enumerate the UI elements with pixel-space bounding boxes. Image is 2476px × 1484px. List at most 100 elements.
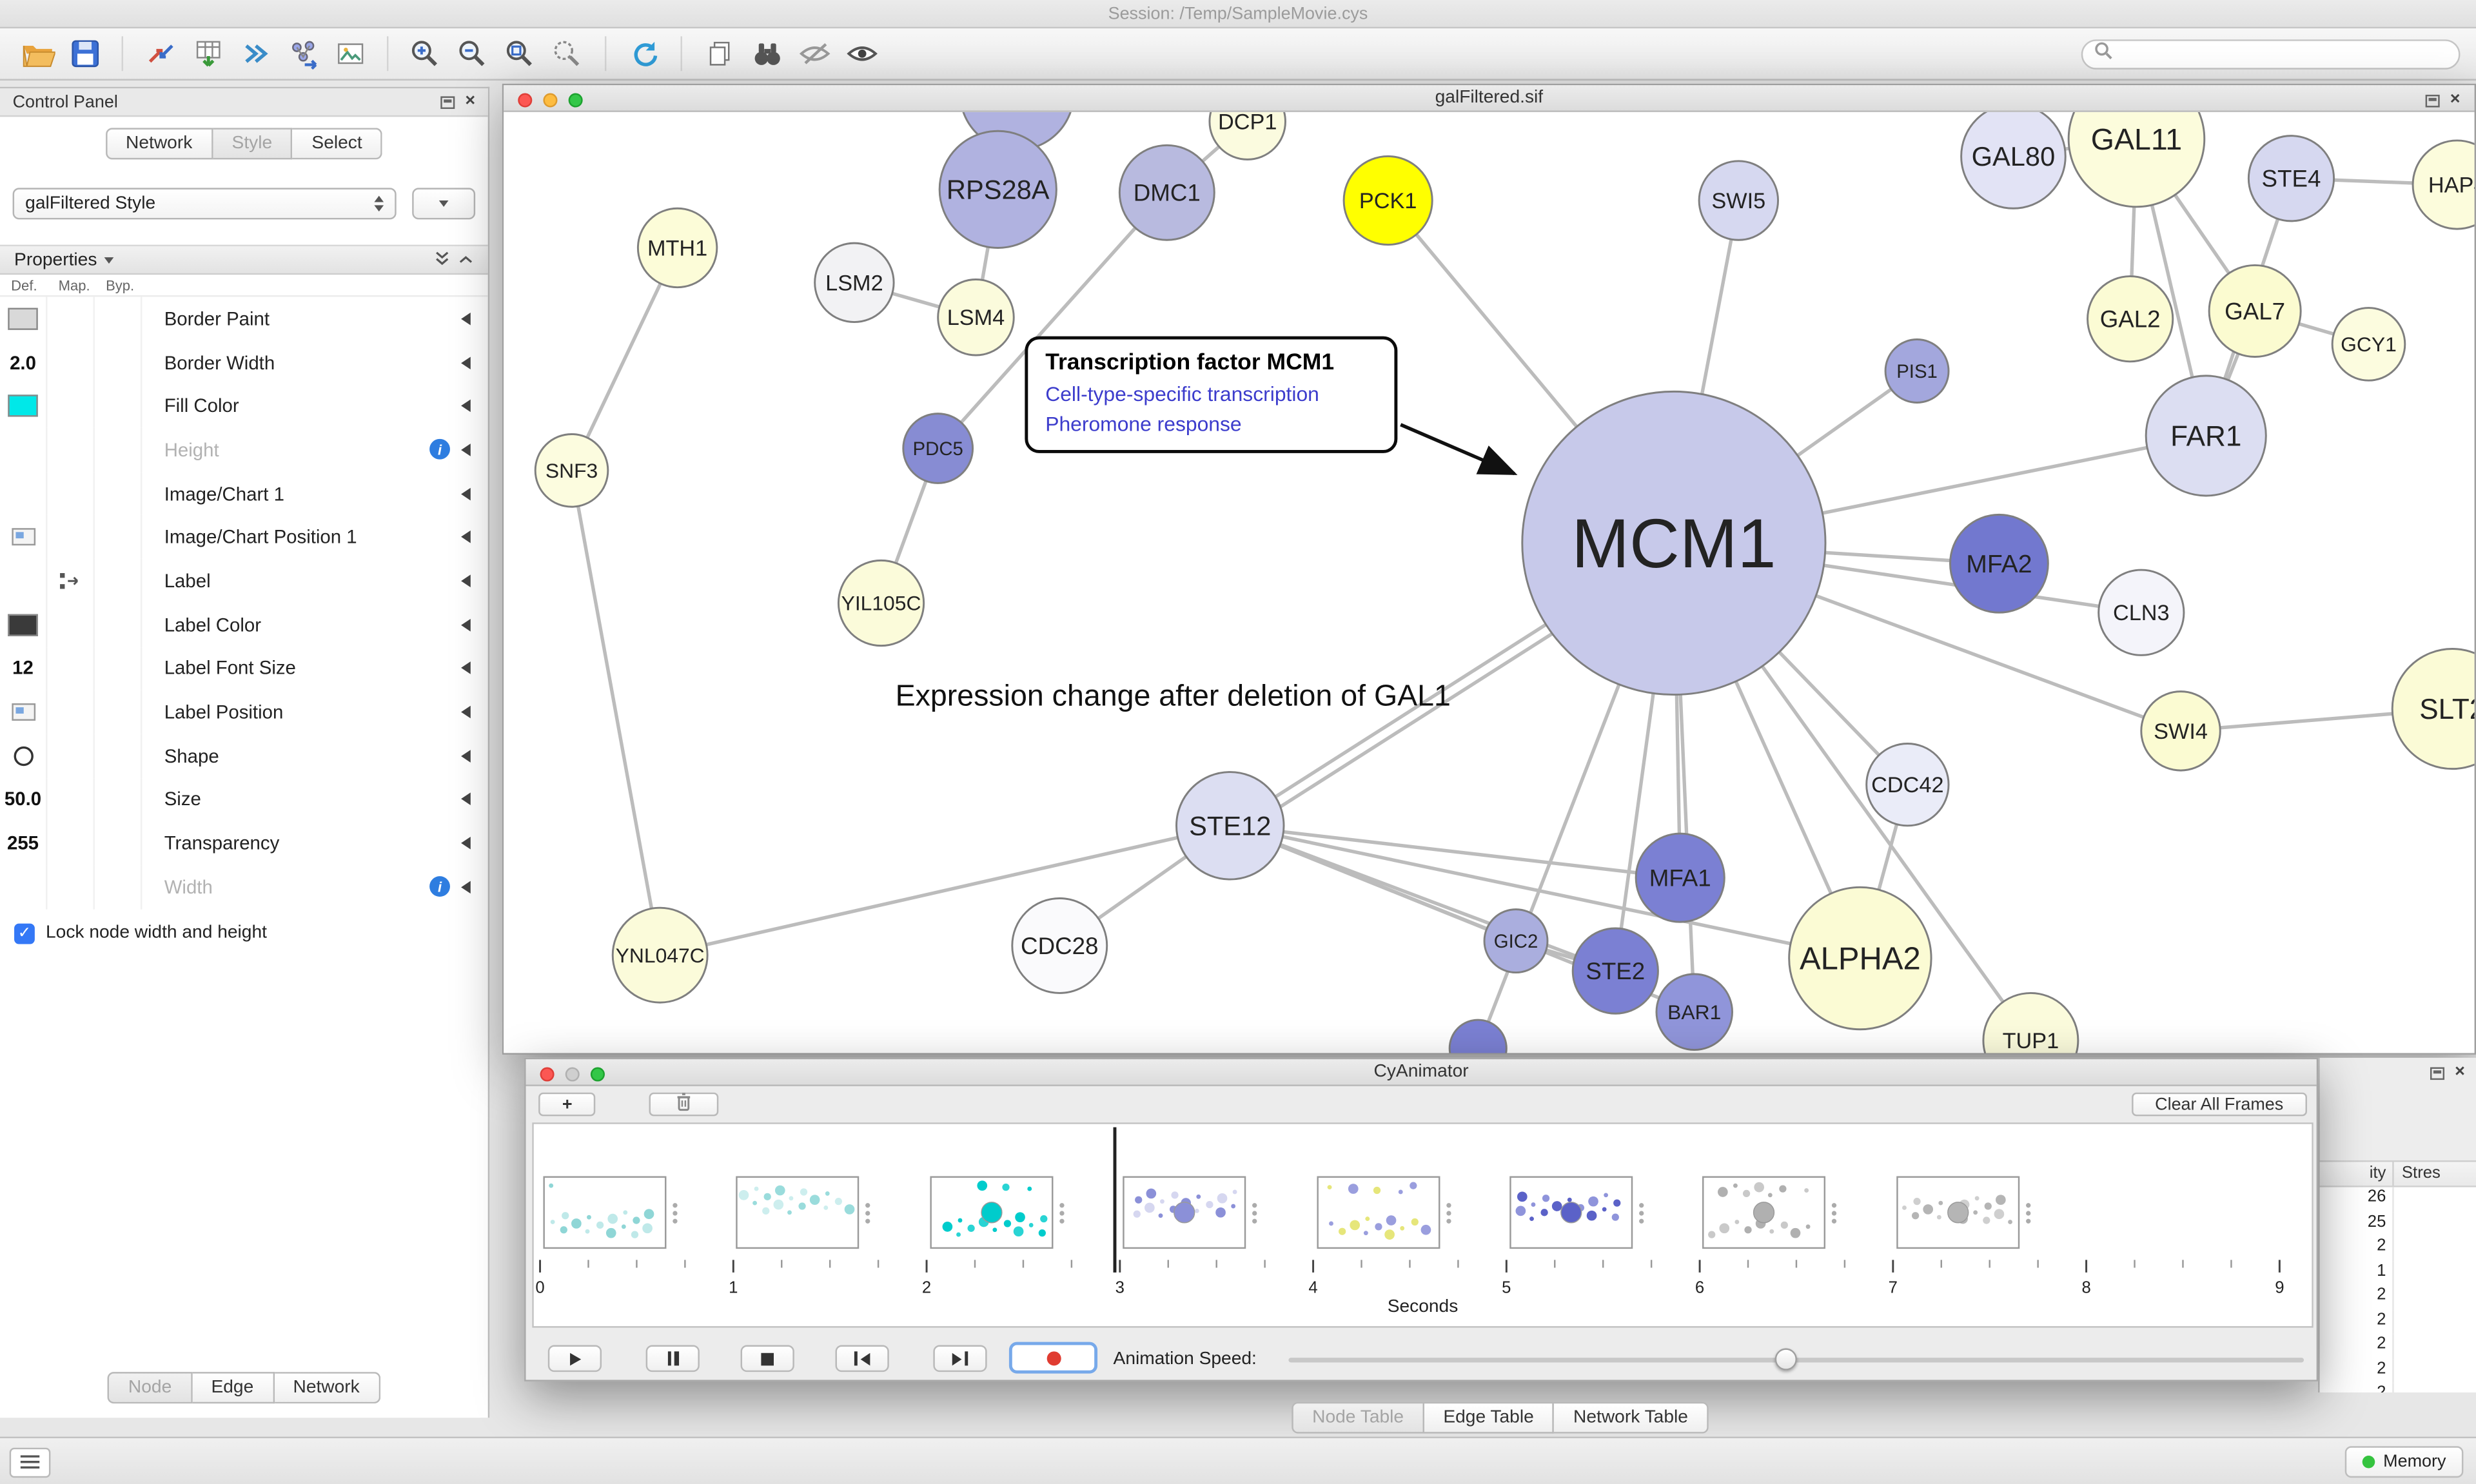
panel-tab-network[interactable]: Network <box>274 1372 380 1404</box>
property-row[interactable]: Label Color <box>0 603 488 647</box>
table-row[interactable]: 1 <box>2320 1260 2476 1285</box>
node-pdc5[interactable] <box>902 413 974 484</box>
import-network-icon[interactable] <box>139 33 182 74</box>
next-frame-button[interactable] <box>933 1345 987 1372</box>
expand-all-icon[interactable] <box>434 249 449 271</box>
maximize-window-icon[interactable] <box>568 92 583 107</box>
mcm1-annotation[interactable]: Transcription factor MCM1 Cell-type-spec… <box>1025 336 1398 453</box>
node-slt2[interactable] <box>2391 648 2475 770</box>
frame-grip-icon[interactable] <box>1059 1203 1065 1224</box>
node-bar1[interactable] <box>1655 973 1734 1051</box>
table-tab-network-table[interactable]: Network Table <box>1554 1401 1709 1434</box>
node-rps28a[interactable] <box>938 130 1057 249</box>
close-table-icon[interactable]: × <box>2455 1062 2465 1082</box>
frame-thumbnail-2[interactable] <box>929 1176 1065 1249</box>
search-field[interactable] <box>2081 39 2461 69</box>
open-session-icon[interactable] <box>15 33 58 74</box>
frame-grip-icon[interactable] <box>673 1203 678 1224</box>
close-window-icon[interactable] <box>540 1066 555 1081</box>
float-window-icon[interactable] <box>2424 93 2439 107</box>
expand-arrow-icon[interactable] <box>461 312 471 326</box>
panel-tab-edge[interactable]: Edge <box>192 1372 275 1404</box>
previous-frame-button[interactable] <box>835 1345 889 1372</box>
node-gcy1[interactable] <box>2331 307 2406 382</box>
node-lsm2[interactable] <box>814 242 895 324</box>
panel-tab-node[interactable]: Node <box>108 1372 193 1404</box>
value-swatch[interactable] <box>8 395 38 418</box>
zoom-fit-icon[interactable] <box>499 33 542 74</box>
node-yil105c[interactable] <box>837 559 925 647</box>
stop-button[interactable] <box>740 1345 794 1372</box>
table-row[interactable]: 2 <box>2320 1309 2476 1334</box>
frame-thumbnail-6[interactable] <box>1702 1176 1838 1249</box>
expand-arrow-icon[interactable] <box>461 574 471 587</box>
expand-arrow-icon[interactable] <box>461 531 471 544</box>
frame-grip-icon[interactable] <box>1832 1203 1838 1224</box>
float-table-icon[interactable] <box>2429 1066 2444 1079</box>
node-mfa2[interactable] <box>1949 513 2049 614</box>
node-pis1[interactable] <box>1884 338 1950 404</box>
node-pck1[interactable] <box>1342 155 1433 246</box>
hide-selected-icon[interactable] <box>792 33 835 74</box>
node-tup1[interactable] <box>1982 991 2079 1053</box>
tab-network[interactable]: Network <box>105 128 213 160</box>
zoom-out-icon[interactable] <box>451 33 494 74</box>
property-row[interactable]: Shape <box>0 734 488 778</box>
table-row[interactable]: 26 <box>2320 1187 2476 1212</box>
node-mfa1[interactable] <box>1635 832 1725 923</box>
property-row[interactable]: Label <box>0 559 488 603</box>
table-tab-node-table[interactable]: Node Table <box>1292 1401 1424 1434</box>
property-row[interactable]: Image/Chart 1 <box>0 471 488 516</box>
node-pnode[interactable] <box>1448 1019 1508 1053</box>
minimize-window-icon[interactable] <box>543 92 558 107</box>
node-gic2[interactable] <box>1483 908 1549 974</box>
export-image-icon[interactable] <box>328 33 371 74</box>
default-value[interactable]: 2.0 <box>10 351 36 374</box>
add-frame-button[interactable]: + <box>538 1092 596 1117</box>
node-mth1[interactable] <box>636 207 718 289</box>
import-table-icon[interactable] <box>186 33 229 74</box>
collapse-all-icon[interactable] <box>458 249 473 271</box>
default-value[interactable]: 50.0 <box>4 788 42 811</box>
refresh-view-icon[interactable] <box>622 33 665 74</box>
expand-arrow-icon[interactable] <box>461 618 471 631</box>
record-button[interactable] <box>1008 1342 1098 1374</box>
info-icon[interactable]: i <box>429 876 450 897</box>
node-gal80[interactable] <box>1960 112 2067 210</box>
expand-arrow-icon[interactable] <box>461 400 471 413</box>
close-panel-icon[interactable]: × <box>465 92 476 111</box>
table-col-centrality[interactable]: ity <box>2320 1162 2394 1186</box>
node-gal7[interactable] <box>2208 264 2302 358</box>
node-hap4[interactable] <box>2412 139 2475 230</box>
node-dmc1[interactable] <box>1118 144 1215 241</box>
node-snf3[interactable] <box>534 433 609 508</box>
table-row[interactable]: 2 <box>2320 1334 2476 1359</box>
search-input[interactable] <box>2120 44 2448 63</box>
node-swi5[interactable] <box>1698 160 1780 241</box>
annotation-link-2[interactable]: Pheromone response <box>1045 412 1242 436</box>
status-menu-button[interactable] <box>9 1447 51 1478</box>
table-col-stress[interactable]: Stres <box>2401 1163 2441 1183</box>
node-alpha2[interactable] <box>1788 886 1932 1031</box>
table-row[interactable]: 2 <box>2320 1236 2476 1261</box>
node-ste2[interactable] <box>1571 927 1659 1015</box>
find-neighbors-icon[interactable] <box>745 33 788 74</box>
lock-size-checkbox[interactable]: ✓ <box>14 923 35 944</box>
show-all-icon[interactable] <box>840 33 883 74</box>
clear-all-frames-button[interactable]: Clear All Frames <box>2131 1092 2307 1117</box>
table-tab-edge-table[interactable]: Edge Table <box>1424 1401 1555 1434</box>
property-row[interactable]: Image/Chart Position 1 <box>0 515 488 560</box>
properties-header[interactable]: Properties <box>0 244 488 275</box>
frame-thumbnail-7[interactable] <box>1896 1176 2030 1249</box>
speed-slider-thumb[interactable] <box>1774 1348 1797 1371</box>
value-swatch[interactable] <box>8 613 38 636</box>
frame-thumbnail-4[interactable] <box>1316 1176 1451 1249</box>
node-lsm4[interactable] <box>937 278 1015 356</box>
node-dcp1[interactable] <box>1208 112 1286 161</box>
node-ste12[interactable] <box>1175 771 1285 881</box>
